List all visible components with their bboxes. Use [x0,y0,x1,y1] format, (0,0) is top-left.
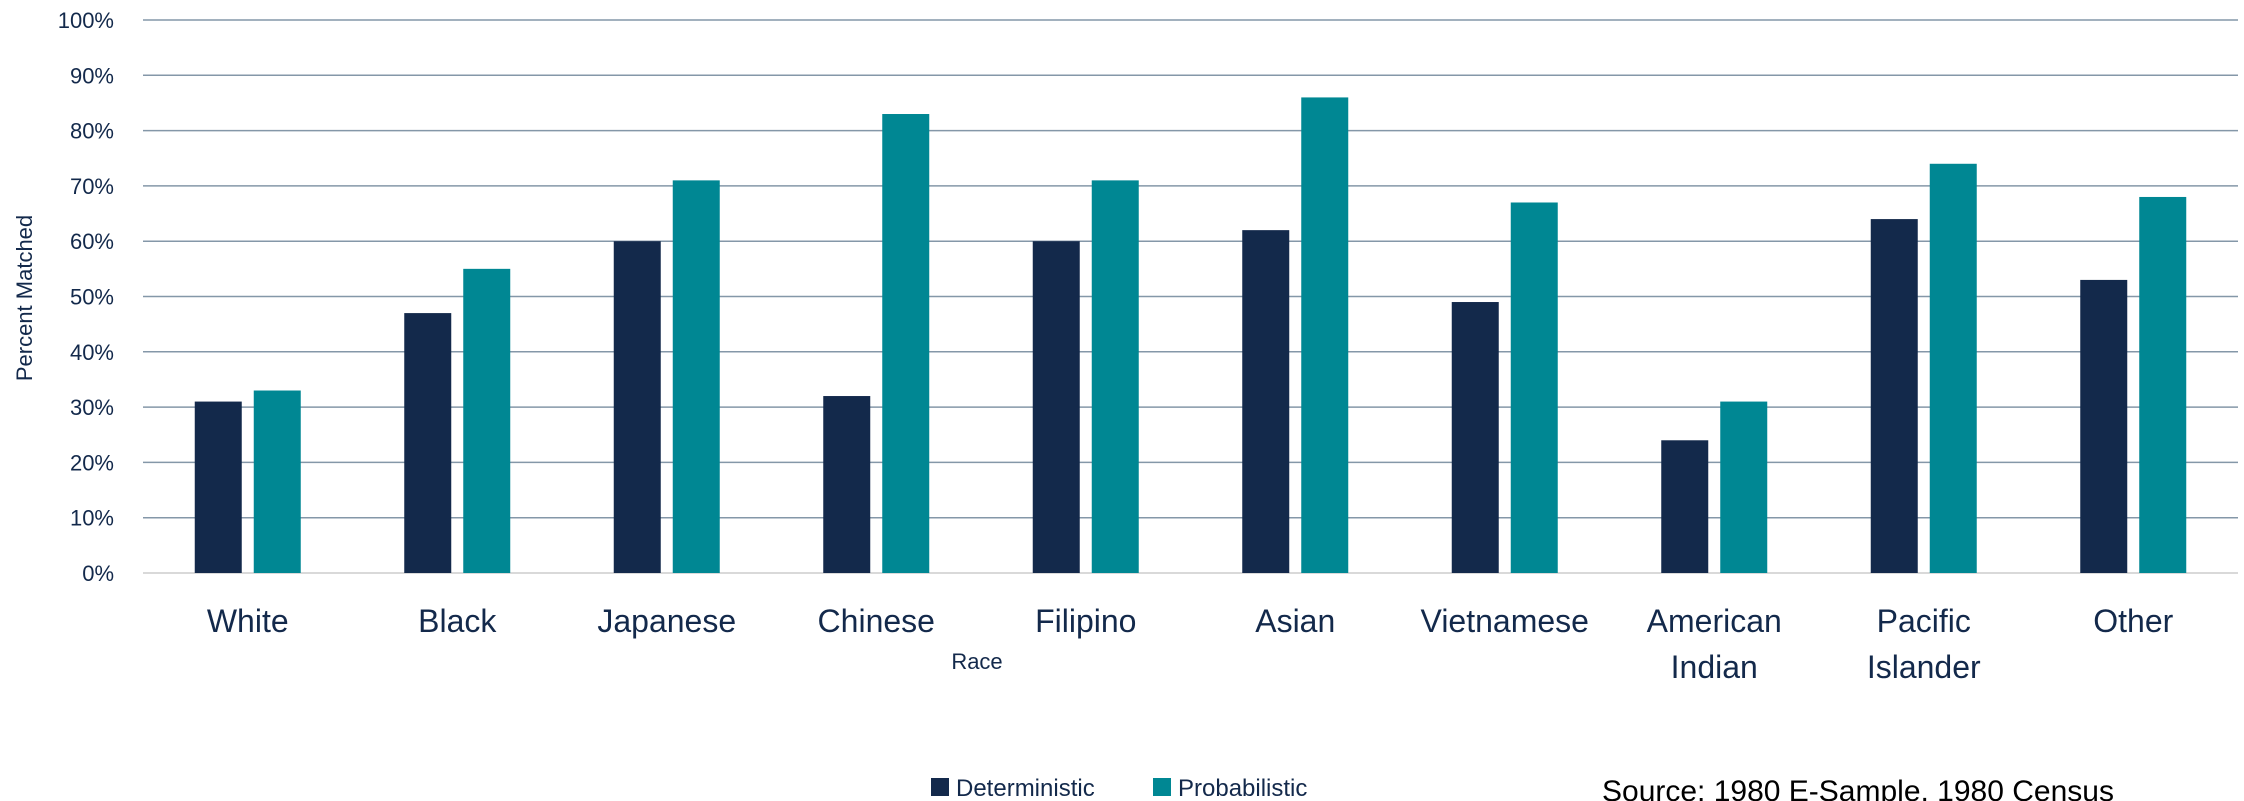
x-category-label: Chinese [818,603,935,639]
y-tick-label: 100% [58,8,114,33]
y-tick-label: 90% [70,63,114,88]
bar-probabilistic [1301,97,1349,574]
legend-label-deterministic: Deterministic [956,775,1095,801]
bar-deterministic [1451,302,1499,573]
x-category-label: Other [2093,603,2173,639]
bar-probabilistic [2139,196,2187,573]
bar-deterministic [404,313,452,573]
bar-deterministic [1032,241,1080,573]
bar-probabilistic [672,180,720,573]
bar-deterministic [823,396,871,573]
legend-swatch-probabilistic [1153,778,1171,796]
x-category-label: Japanese [597,603,736,639]
x-category-label: Asian [1255,603,1335,639]
x-category-label: Vietnamese [1421,603,1589,639]
bar-probabilistic [1091,180,1139,573]
bar-deterministic [1661,440,1709,573]
y-tick-label: 80% [70,119,114,144]
bars [194,97,2187,574]
legend: Deterministic Probabilistic [931,775,1307,801]
x-category-label: Black [418,603,497,639]
gridlines [143,19,2238,574]
source-note: Source: 1980 E-Sample, 1980 Census [1602,775,2114,801]
y-tick-labels: 0% 10% 20% 30% 40% 50% 60% 70% 80% 90% 100% [58,8,114,586]
bar-probabilistic [1720,401,1768,573]
y-tick-label: 0% [82,561,114,586]
bar-deterministic [194,401,242,573]
y-tick-label: 70% [70,174,114,199]
y-tick-label: 10% [70,506,114,531]
bar-probabilistic [1929,163,1977,573]
bar-probabilistic [1510,202,1558,574]
bar-deterministic [1242,230,1290,573]
y-tick-label: 50% [70,285,114,310]
x-category-labels: White Black Japanese Chinese Filipino Asian Vi… [207,603,2174,685]
x-axis-title: Race [951,649,1002,674]
bar-probabilistic [463,268,511,573]
y-tick-label: 20% [70,450,114,475]
y-tick-label: 30% [70,395,114,420]
y-tick-label: 40% [70,340,114,365]
legend-swatch-deterministic [931,778,949,796]
y-tick-label: 60% [70,229,114,254]
x-category-label: Filipino [1035,603,1136,639]
bar-deterministic [2080,279,2128,573]
legend-label-probabilistic: Probabilistic [1178,775,1307,801]
bar-deterministic [1870,219,1918,573]
bar-probabilistic [882,114,930,573]
bar-probabilistic [253,390,301,573]
bar-deterministic [613,241,661,573]
y-axis-title: Percent Matched [12,215,37,381]
x-category-label: White [207,603,289,639]
